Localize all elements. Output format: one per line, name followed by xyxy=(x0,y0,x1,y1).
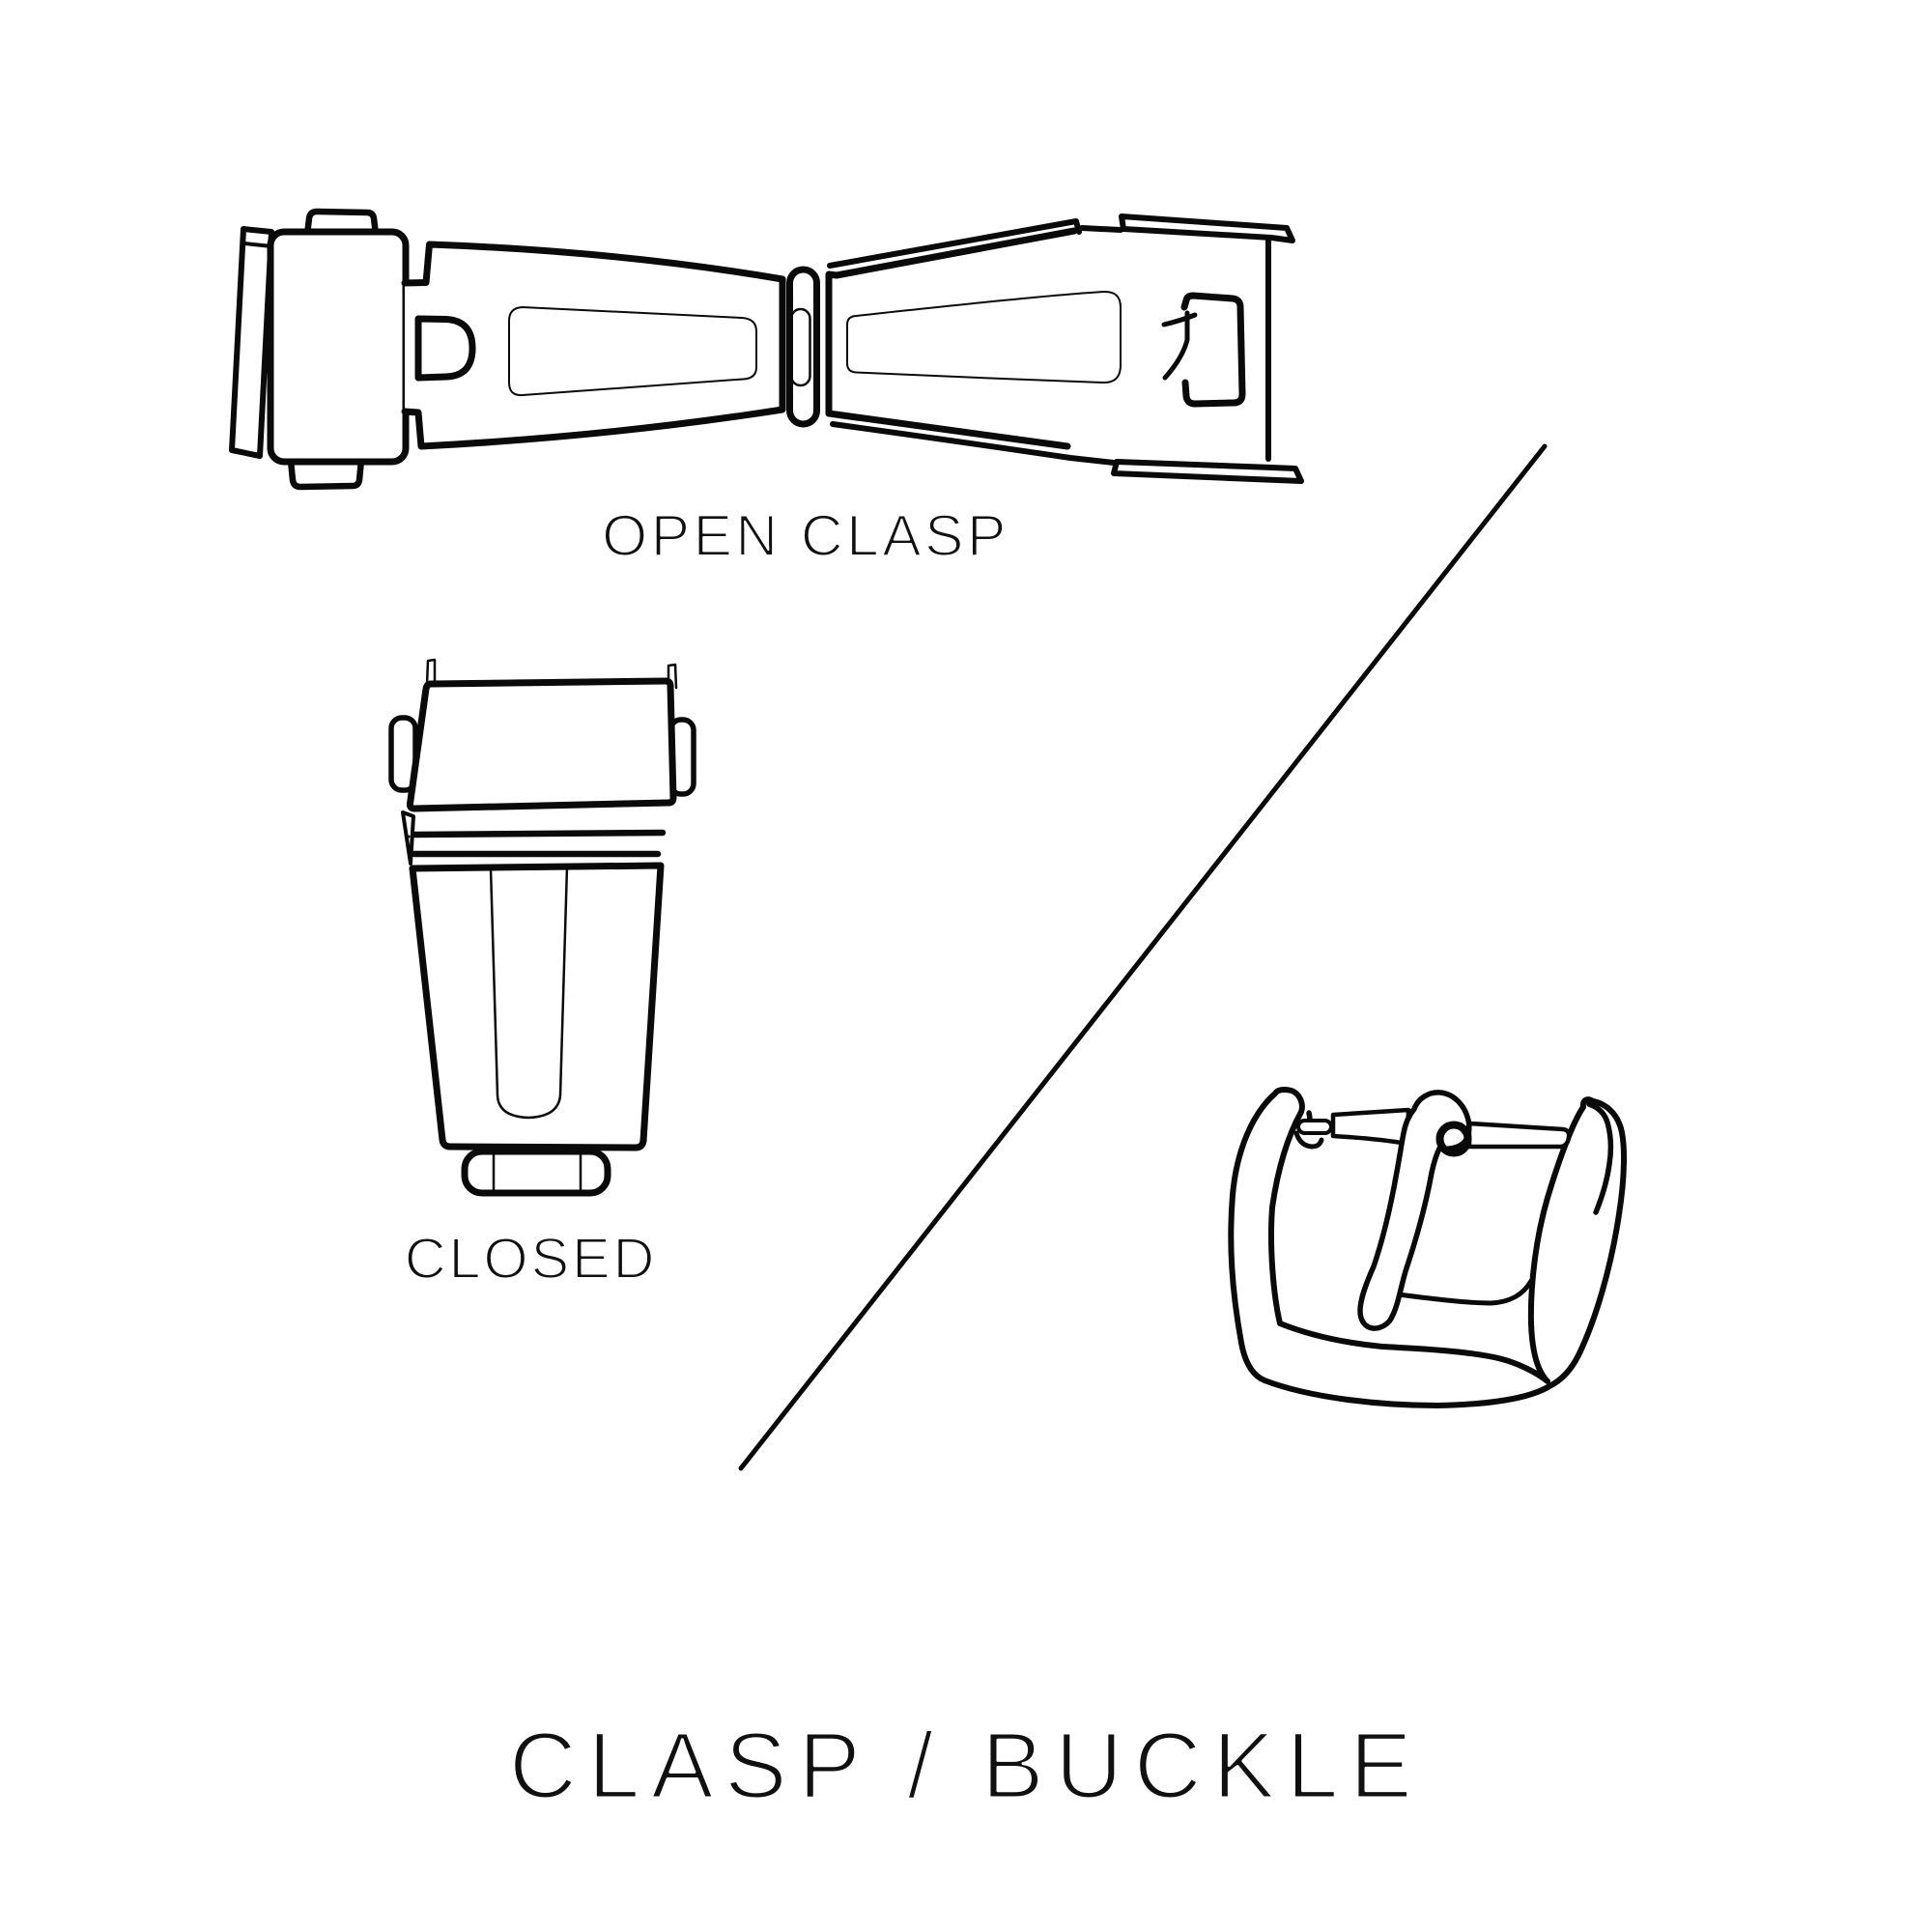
svg-text:CLOSED: CLOSED xyxy=(405,1226,657,1291)
svg-text:CLASP / BUCKLE: CLASP / BUCKLE xyxy=(509,1713,1423,1818)
svg-text:OPEN CLASP: OPEN CLASP xyxy=(602,502,1009,568)
